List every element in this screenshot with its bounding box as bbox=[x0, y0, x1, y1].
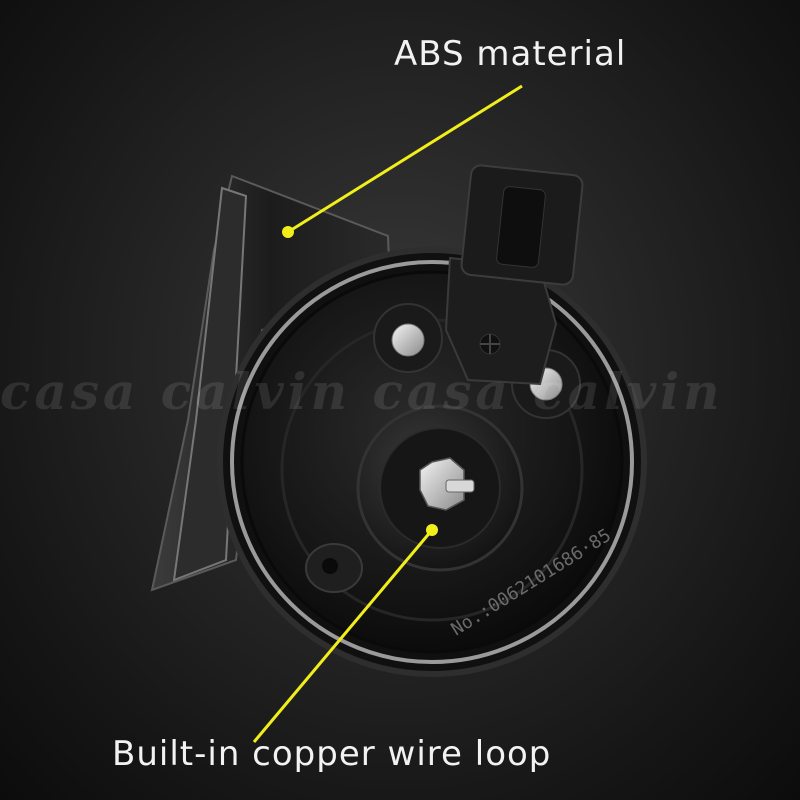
leader-line-bottom bbox=[252, 524, 438, 743]
terminal-bolt-left bbox=[373, 303, 443, 373]
annotation-copper-wire-loop: Built-in copper wire loop bbox=[112, 734, 552, 774]
chrome-ring bbox=[230, 260, 634, 664]
center-stud bbox=[419, 457, 475, 511]
electrical-connector bbox=[444, 164, 584, 386]
annotation-abs-material: ABS material bbox=[394, 34, 627, 74]
watermark: casa calvin casa calvin bbox=[0, 362, 724, 421]
leader-line-top bbox=[282, 84, 523, 238]
drain-hole bbox=[305, 543, 363, 593]
